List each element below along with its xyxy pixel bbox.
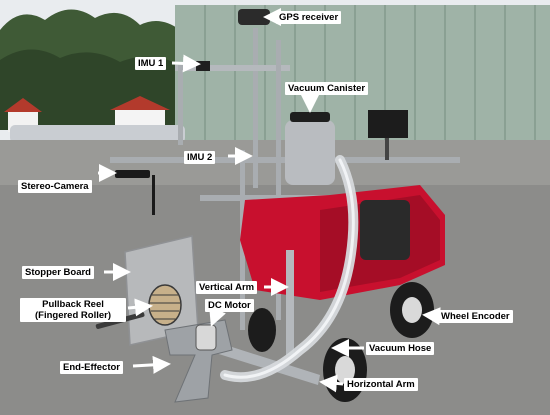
label-pullback-reel-line2: (Fingered Roller) xyxy=(34,310,111,321)
vertical-arm xyxy=(286,250,294,355)
label-stopper-board: Stopper Board xyxy=(22,266,94,279)
horizontal-arm xyxy=(206,340,320,385)
label-pullback-reel: Pullback Reel (Fingered Roller) xyxy=(20,298,126,322)
label-wheel-encoder: Wheel Encoder xyxy=(438,310,513,323)
label-imu-2: IMU 2 xyxy=(184,151,216,164)
label-pullback-reel-line1: Pullback Reel xyxy=(42,299,104,310)
imu1-bar xyxy=(175,65,290,71)
stereo-camera xyxy=(115,170,150,178)
gps-mast xyxy=(253,28,258,188)
label-stereo-camera: Stereo-Camera xyxy=(18,180,92,193)
frame-post-right xyxy=(276,40,281,320)
wheel-front-left-hub xyxy=(335,356,355,384)
camera-cable xyxy=(152,175,155,215)
imu1-sensor xyxy=(196,61,210,71)
dc-motor xyxy=(195,324,217,351)
wheel-rear-left xyxy=(248,308,276,352)
label-vacuum-hose: Vacuum Hose xyxy=(366,342,435,355)
parked-cars xyxy=(10,125,185,143)
engine-block xyxy=(360,200,410,260)
label-vacuum-canister: Vacuum Canister xyxy=(285,82,369,95)
wheel-front-right-hub xyxy=(402,297,422,323)
vacuum-hose-highlight xyxy=(223,158,355,379)
label-horizontal-arm: Horizontal Arm xyxy=(344,378,418,391)
canister-lid xyxy=(290,112,330,122)
house-center-roof xyxy=(110,96,170,110)
label-end-effector: End-Effector xyxy=(60,361,123,374)
frame-post-left xyxy=(178,65,183,145)
label-imu-1: IMU 1 xyxy=(135,57,167,70)
vacuum-canister xyxy=(285,120,335,185)
house-left-roof xyxy=(4,98,42,112)
reel-fingers xyxy=(150,294,180,320)
gps-receiver xyxy=(238,9,270,25)
label-dc-motor: DC Motor xyxy=(205,299,254,312)
display-stand xyxy=(385,138,389,160)
display-screen xyxy=(368,110,408,138)
label-vertical-arm: Vertical Arm xyxy=(196,281,258,294)
label-gps-receiver: GPS receiver xyxy=(276,11,342,24)
